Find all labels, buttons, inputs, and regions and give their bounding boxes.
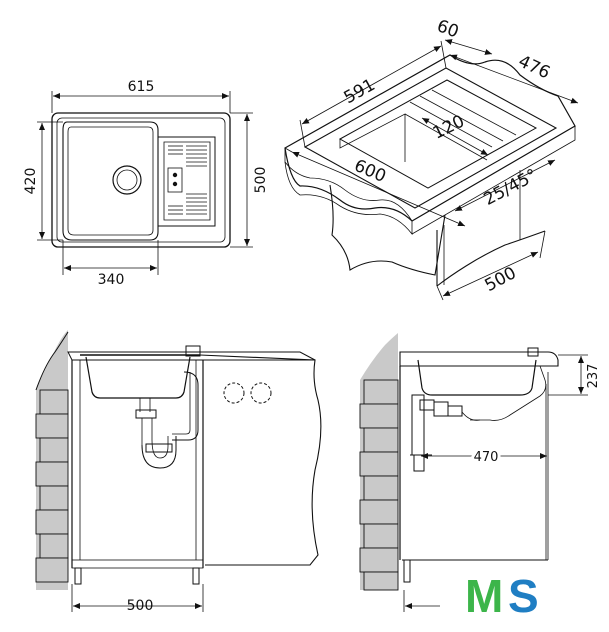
dim-width: 615 — [128, 79, 155, 95]
dim-cutout-width: 591 — [341, 75, 379, 108]
overflow-plate — [167, 167, 183, 193]
ms-logo: M S — [465, 570, 539, 622]
side-section: 237 470 — [359, 333, 601, 612]
dim-depth: 500 — [253, 167, 269, 194]
dim-bowl-depth: 420 — [23, 168, 39, 195]
dim-height: 237 — [586, 364, 601, 389]
drainer-grooves — [168, 145, 207, 215]
dim-cabinet-depth: 500 — [482, 263, 520, 296]
brick-wall-side — [359, 333, 399, 591]
overflow-hole — [172, 181, 178, 187]
front-section: 500 — [35, 330, 322, 614]
dim-front-cabinet: 500 — [127, 598, 154, 614]
logo-m: M — [465, 570, 503, 622]
dim-drain-offset: 470 — [474, 450, 499, 465]
logo-s: S — [508, 570, 539, 622]
top-view: 615 500 420 340 — [23, 79, 269, 288]
dim-cabinet-width: 600 — [351, 156, 389, 187]
countertop — [284, 54, 576, 222]
overflow-hole — [172, 172, 178, 178]
side-bowl — [417, 359, 537, 396]
front-bowl — [85, 356, 191, 399]
dim-depth-iso: 476 — [515, 52, 553, 84]
dim-edge: 25/45° — [481, 165, 541, 210]
drain-hole — [112, 165, 142, 195]
cabinet-side — [329, 184, 446, 276]
bowl-outline — [62, 121, 159, 241]
iso-view: 600 591 476 60 120 25/45° 500 — [284, 16, 579, 301]
dim-bowl-width: 340 — [98, 272, 125, 288]
dim-lip: 60 — [434, 16, 461, 42]
brick-wall — [35, 330, 69, 590]
sink-outline — [51, 112, 231, 248]
